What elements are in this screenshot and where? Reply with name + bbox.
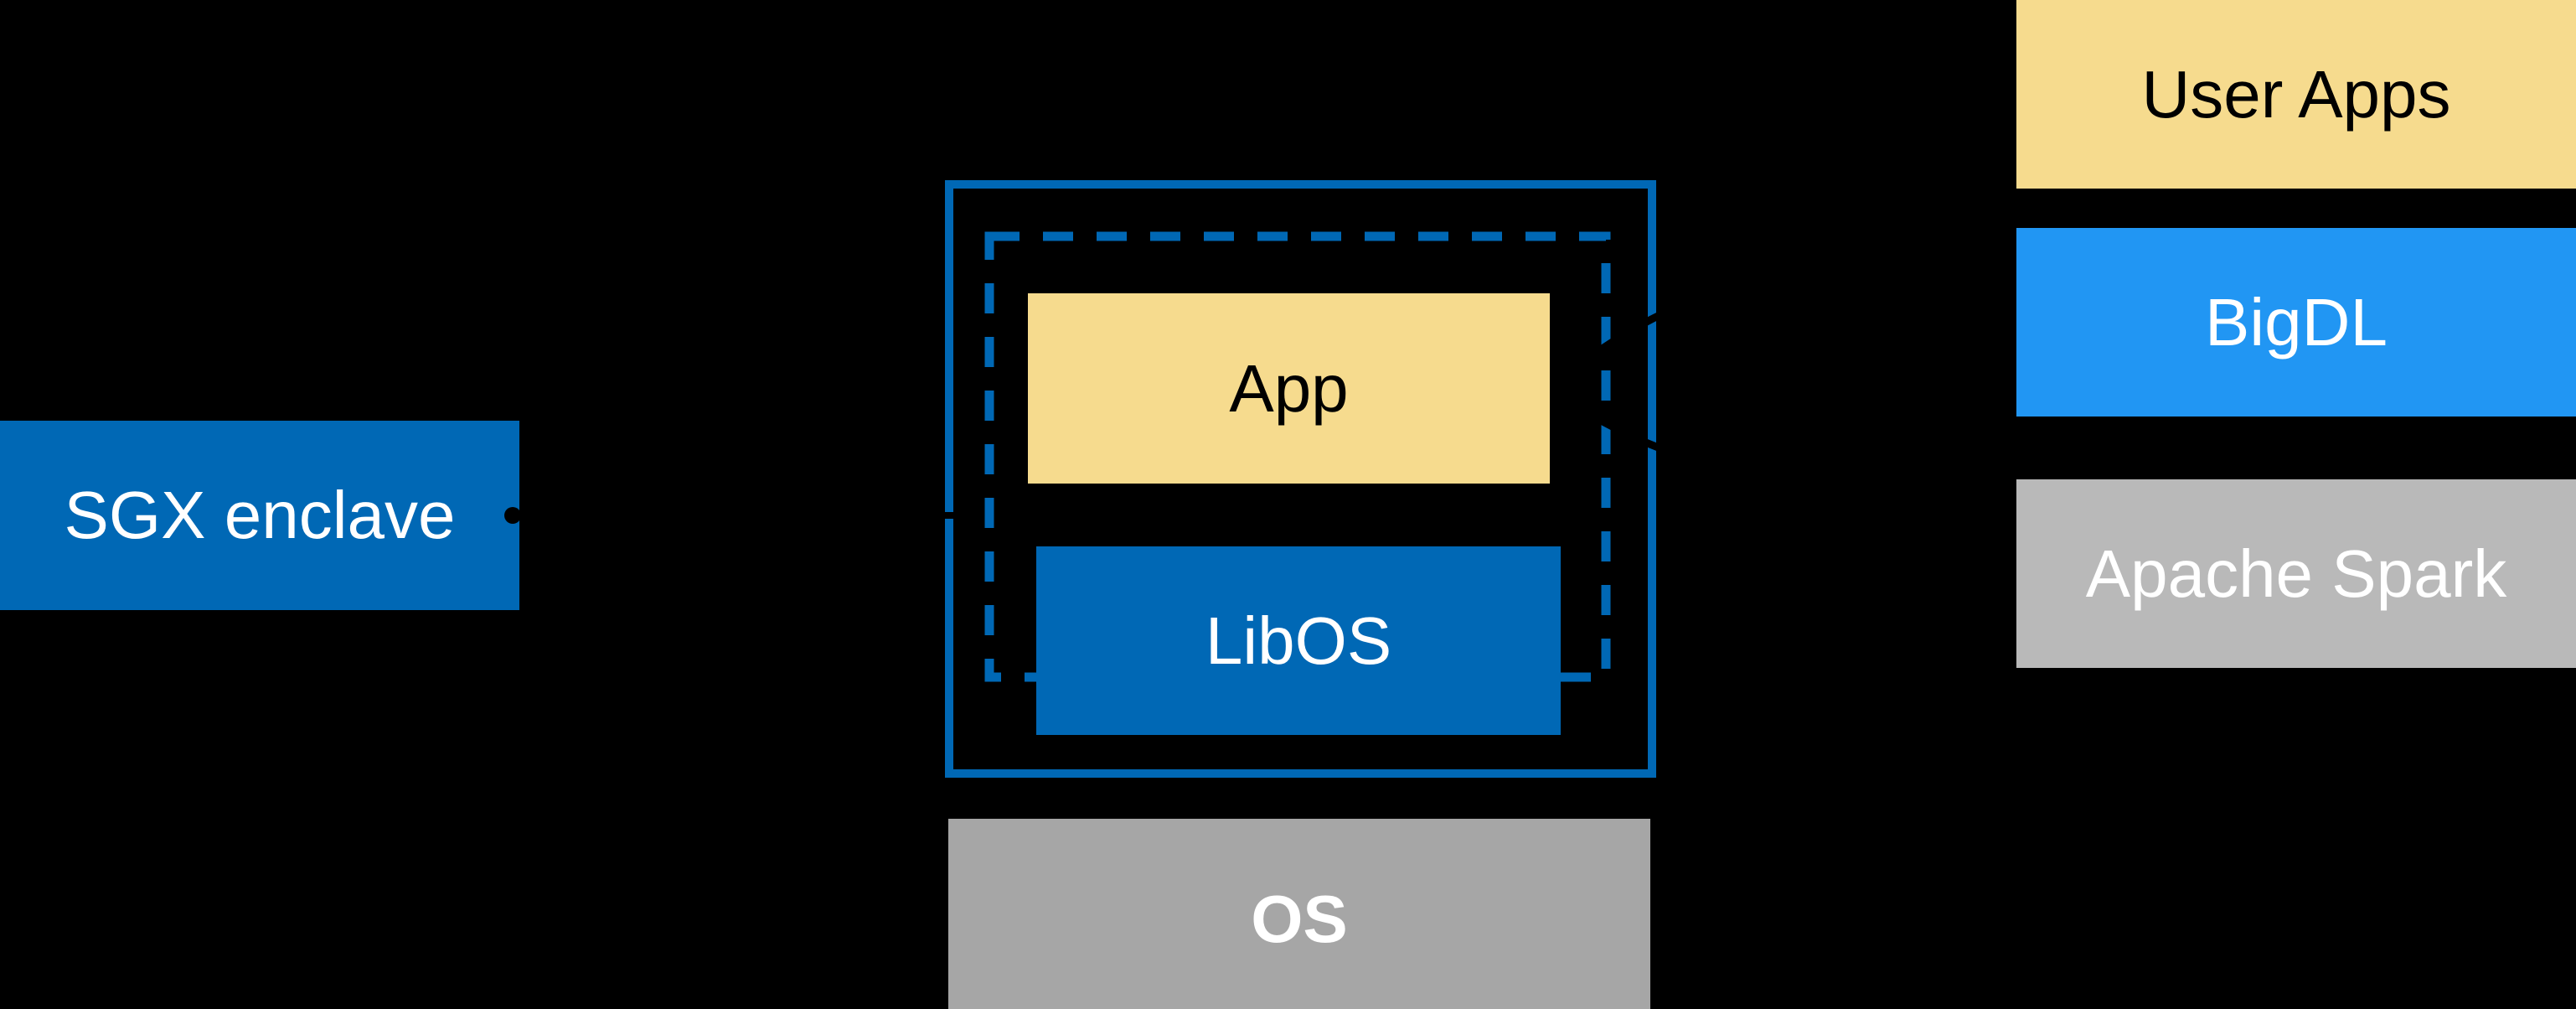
sgx-enclave-label: SGX enclave xyxy=(64,478,456,552)
os-label: OS xyxy=(1251,882,1348,956)
apache-spark-label: Apache Spark xyxy=(2085,536,2507,611)
os-box: OS xyxy=(948,819,1650,1009)
libos-label: LibOS xyxy=(1205,603,1392,678)
sgx-enclave-label-box: SGX enclave xyxy=(0,421,519,610)
app-box: App xyxy=(1028,293,1550,484)
apache-spark-box: Apache Spark xyxy=(2016,479,2576,668)
libos-box: LibOS xyxy=(1036,546,1561,735)
bigdl-box: BigDL xyxy=(2016,228,2576,417)
user-apps-label: User Apps xyxy=(2141,56,2451,132)
bigdl-label: BigDL xyxy=(2205,284,2388,360)
app-label: App xyxy=(1229,350,1349,426)
user-apps-box: User Apps xyxy=(2016,0,2576,189)
